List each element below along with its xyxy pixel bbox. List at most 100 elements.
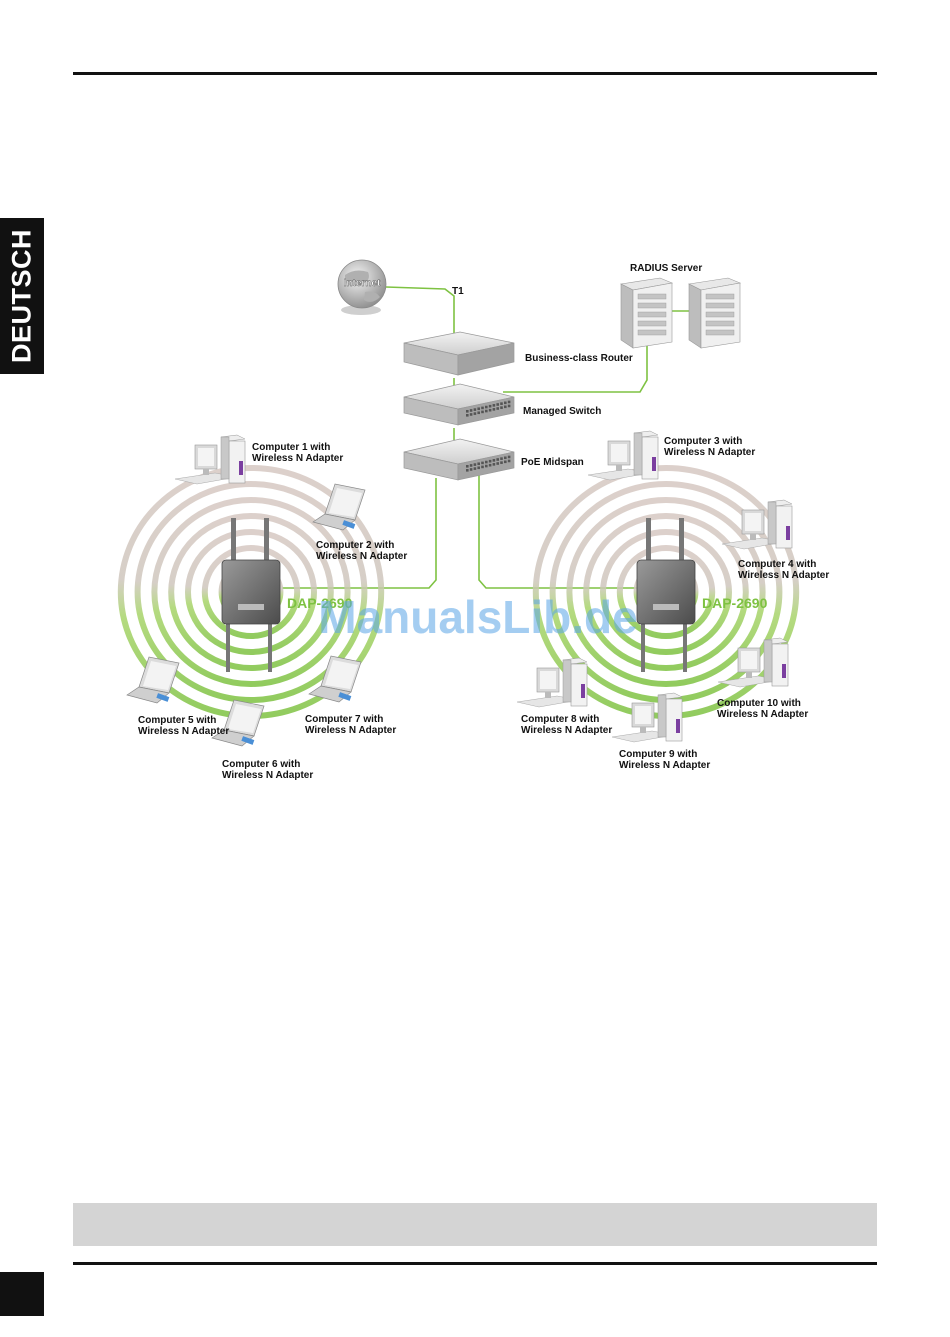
desktop-computer-icon	[721, 499, 793, 550]
top-rule	[73, 72, 877, 75]
desktop-computer-icon	[587, 430, 659, 481]
computer-label-line2: Wireless N Adapter	[305, 725, 396, 736]
port	[473, 467, 477, 470]
computer-label-line2: Wireless N Adapter	[664, 447, 755, 458]
laptop-computer-icon	[126, 656, 180, 704]
computer-label-line2: Wireless N Adapter	[738, 570, 829, 581]
link-internet-router	[385, 286, 455, 336]
wave-ring	[185, 529, 317, 655]
poe-midspan-icon	[403, 438, 515, 481]
port	[477, 466, 480, 470]
port	[485, 460, 488, 464]
port	[507, 404, 511, 408]
port	[492, 408, 496, 411]
wave-ring	[168, 513, 334, 671]
port	[469, 413, 473, 416]
bottom-rule	[73, 1262, 877, 1265]
port	[477, 411, 480, 415]
port	[507, 455, 511, 459]
laptop-computer-icon	[312, 483, 366, 531]
port	[469, 468, 473, 471]
computer-label-line1: Computer 6 with	[222, 759, 300, 770]
port	[504, 456, 507, 460]
computer-label-line1: Computer 7 with	[305, 714, 383, 725]
port	[488, 408, 492, 412]
port	[504, 460, 507, 464]
port	[485, 405, 488, 409]
port	[507, 400, 511, 404]
port	[477, 462, 480, 466]
port	[507, 459, 511, 463]
computer-label-line2: Wireless N Adapter	[619, 760, 710, 771]
port	[485, 409, 488, 413]
access-point-left-icon	[221, 518, 281, 672]
wave-ring	[616, 545, 716, 639]
port	[481, 465, 484, 469]
port	[488, 459, 492, 463]
wave-ring	[201, 545, 301, 639]
port	[500, 457, 503, 460]
computer-label-line2: Wireless N Adapter	[138, 726, 229, 737]
desktop-computer-icon	[611, 692, 683, 743]
watermark: ManualsLib.de	[318, 591, 637, 643]
radius-server-label: RADIUS Server	[630, 263, 702, 274]
port	[500, 402, 503, 405]
router-label: Business-class Router	[525, 353, 633, 364]
desktop-computer-icon	[516, 657, 588, 708]
computer-label-line1: Computer 10 with	[717, 698, 801, 709]
computer-label-line1: Computer 1 with	[252, 442, 330, 453]
internet-globe-icon: Internet	[337, 259, 387, 315]
footer-bar	[73, 1203, 877, 1246]
port	[466, 465, 469, 468]
port	[500, 406, 503, 409]
computer-label-line2: Wireless N Adapter	[717, 709, 808, 720]
wave-ring	[134, 481, 368, 703]
port	[481, 410, 484, 414]
laptop-computer-icon	[211, 699, 265, 747]
port	[492, 404, 496, 407]
access-point-right-icon	[636, 518, 696, 672]
port	[473, 463, 477, 466]
page-number-box	[0, 1272, 44, 1316]
port	[500, 461, 503, 464]
desktop-computer-icon	[717, 637, 789, 688]
port	[481, 461, 484, 465]
port	[469, 464, 473, 467]
port	[469, 409, 473, 412]
computer-label-line1: Computer 3 with	[664, 436, 742, 447]
wave-ring	[600, 529, 732, 655]
computer-label-line2: Wireless N Adapter	[521, 725, 612, 736]
ap-left-label: DAP-2690	[287, 595, 353, 611]
language-tab: DEUTSCH	[0, 218, 44, 374]
computer-label-line1: Computer 8 with	[521, 714, 599, 725]
desktop-computer-icon	[174, 434, 246, 485]
port	[485, 464, 488, 468]
port	[466, 414, 469, 417]
wave-ring	[566, 497, 766, 687]
link-switch-radius	[503, 345, 648, 393]
link-midspan-left-ap	[282, 478, 437, 589]
port	[477, 407, 480, 411]
port	[496, 407, 499, 410]
radius-server-icon	[620, 277, 742, 349]
port	[473, 412, 477, 415]
port	[473, 408, 477, 411]
port	[488, 463, 492, 467]
computer-label-line2: Wireless N Adapter	[222, 770, 313, 781]
port	[492, 463, 496, 466]
computer-label-line2: Wireless N Adapter	[316, 551, 407, 562]
link-midspan-right-ap	[478, 470, 640, 589]
ap-right-label: DAP-2690	[702, 595, 768, 611]
router-icon	[403, 331, 515, 376]
port	[496, 458, 499, 461]
computer-label-line1: Computer 9 with	[619, 749, 697, 760]
port	[481, 406, 484, 410]
port	[488, 404, 492, 408]
laptop-computer-icon	[308, 655, 362, 703]
managed-switch-icon	[403, 383, 515, 426]
wave-ring	[151, 497, 351, 687]
t1-label: T1	[452, 286, 464, 297]
port	[496, 462, 499, 465]
computer-label-line1: Computer 2 with	[316, 540, 394, 551]
